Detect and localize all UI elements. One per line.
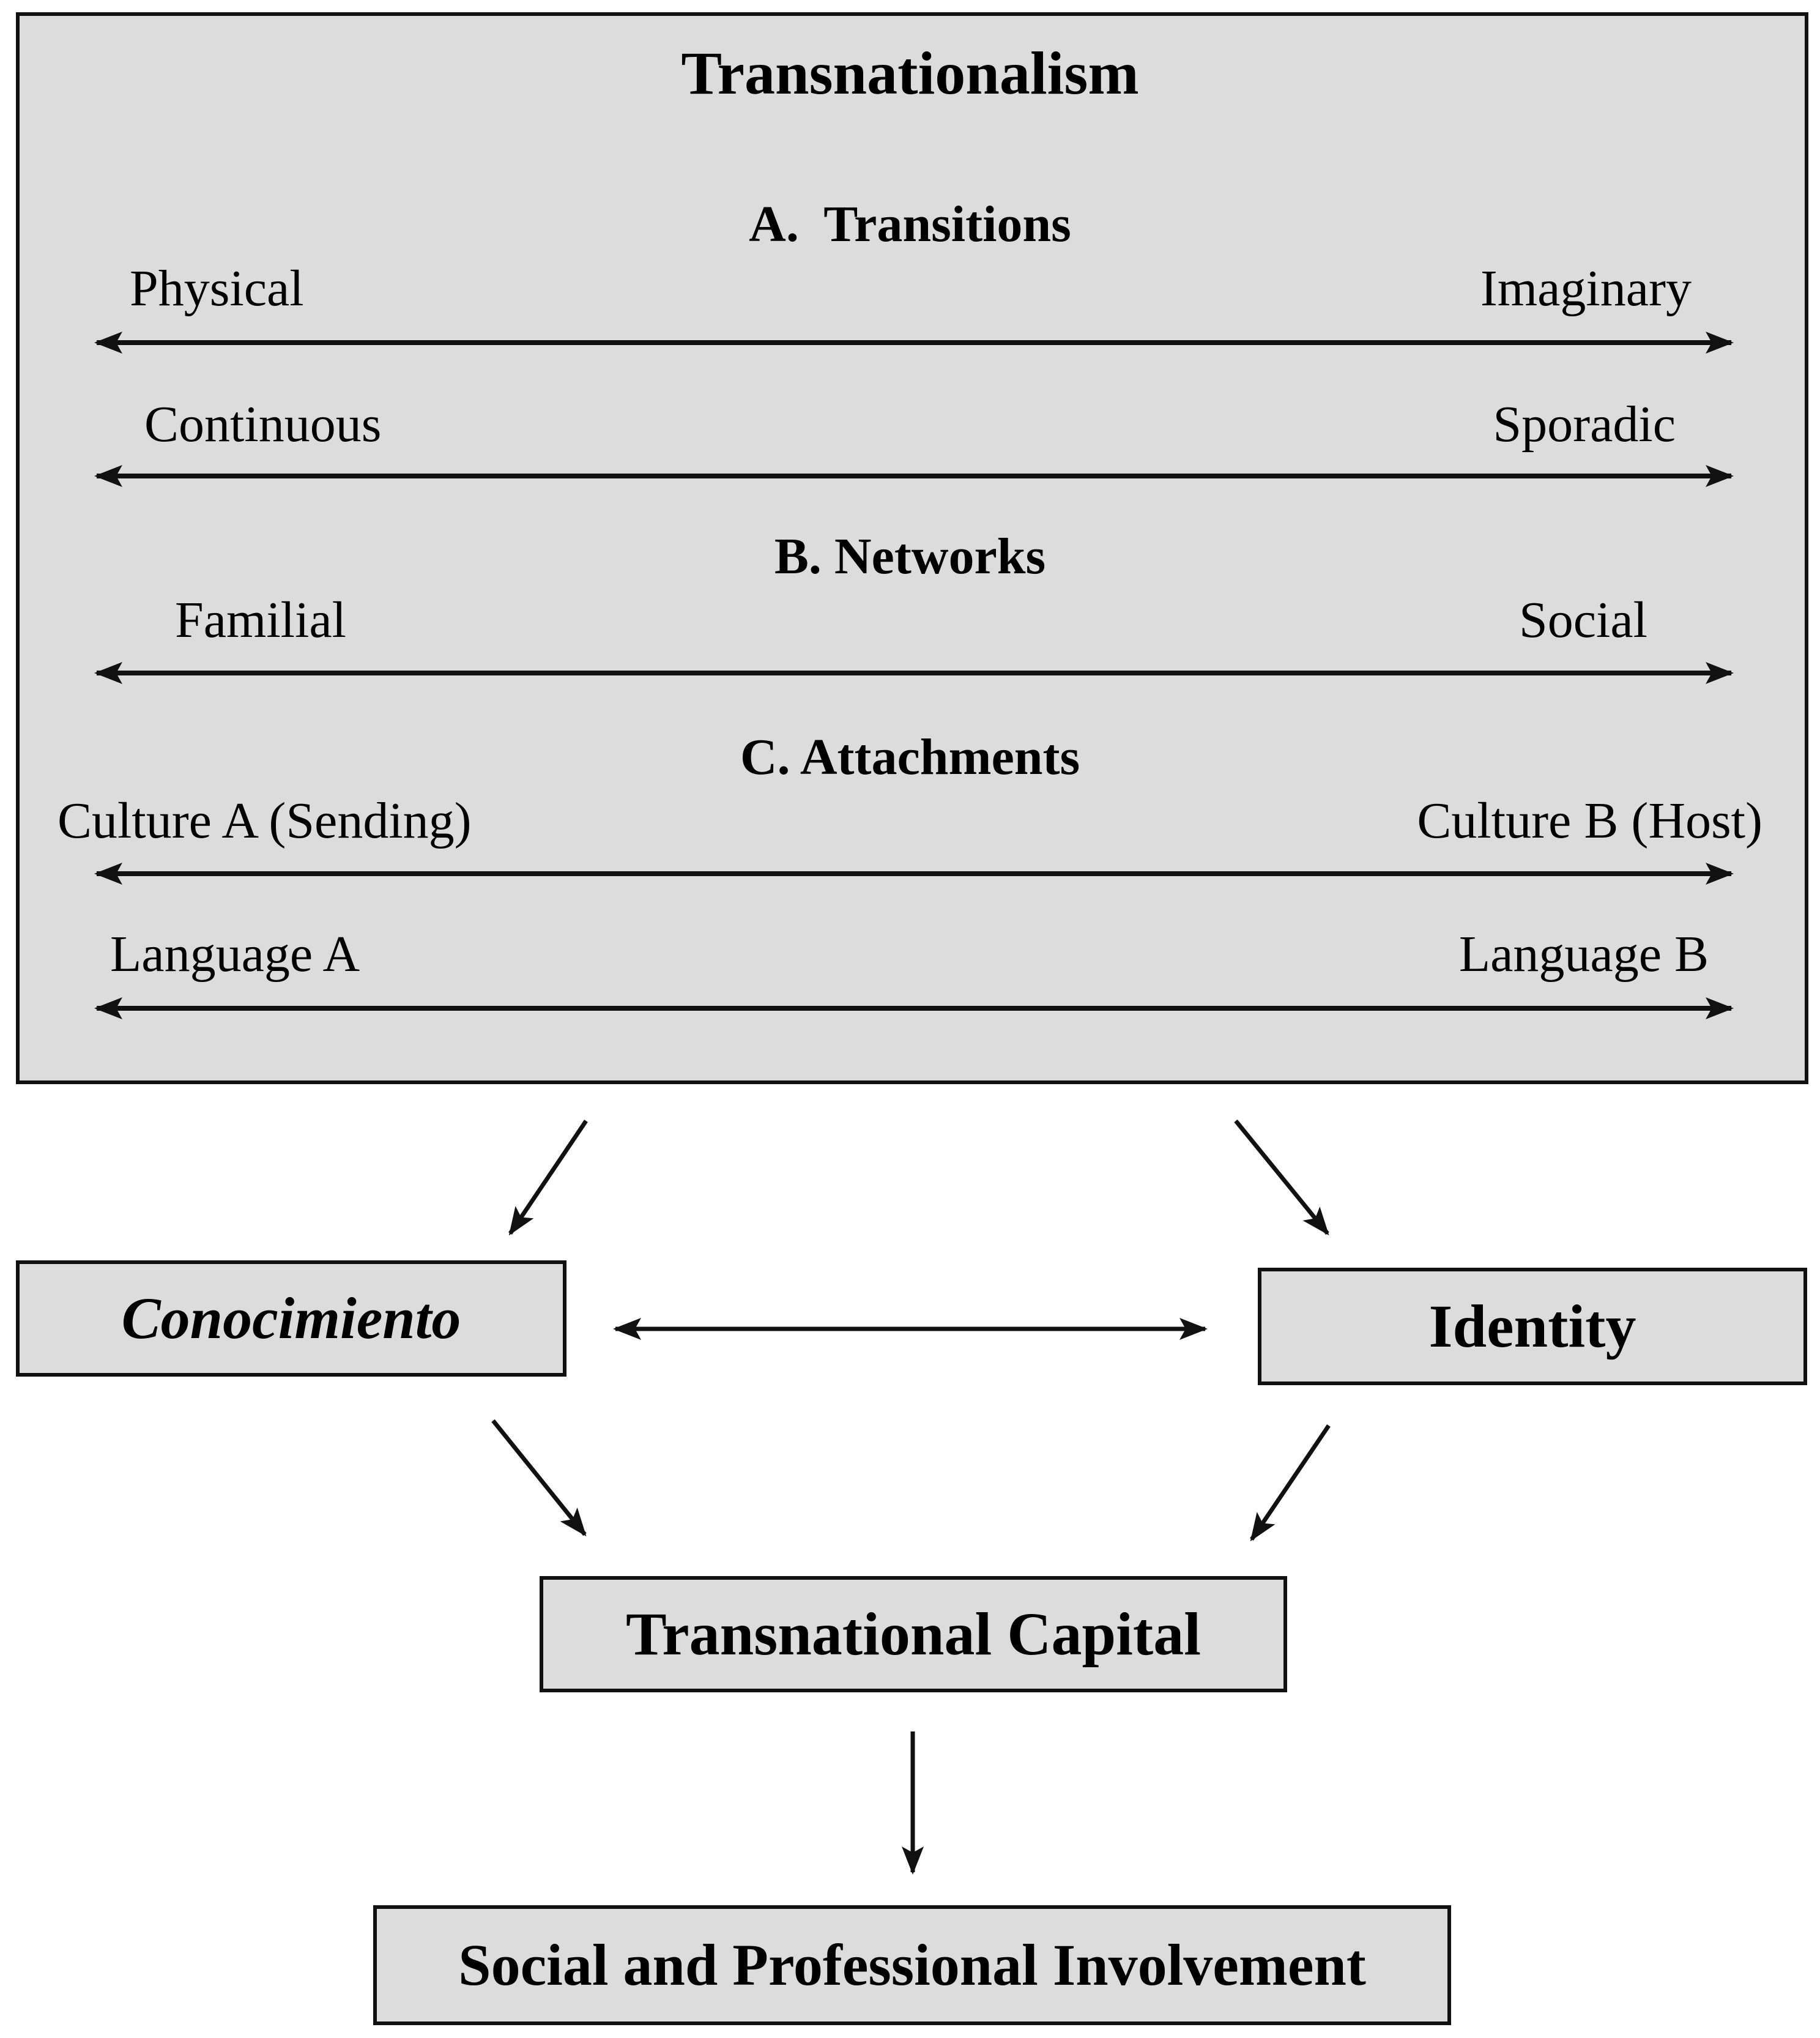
involvement-box: Social and Professional Involvement — [373, 1905, 1451, 2025]
arrow-conocimiento-to-capital — [491, 1419, 587, 1537]
arrow-to-identity — [1234, 1119, 1329, 1236]
scale-right-social: Social — [1519, 592, 1647, 649]
scale-left-culture-a: Culture A (Sending) — [58, 792, 472, 849]
arrow-to-conocimiento — [508, 1120, 588, 1236]
section-heading-networks: B. Networks — [774, 528, 1046, 585]
conocimiento-box: Conocimiento — [16, 1260, 566, 1377]
identity-label: Identity — [1428, 1292, 1636, 1360]
involvement-label: Social and Professional Involvement — [458, 1932, 1366, 1998]
scale-left-familial: Familial — [175, 592, 346, 649]
scale-right-language-b: Language B — [1458, 926, 1709, 983]
scale-left-language-a: Language A — [110, 926, 360, 983]
scale-left-continuous: Continuous — [144, 396, 382, 453]
scale-right-culture-b: Culture B (Host) — [1417, 792, 1762, 849]
section-heading-transitions: A. Transitions — [749, 196, 1071, 253]
arrow-identity-to-capital — [1250, 1424, 1331, 1542]
transnational-capital-label: Transnational Capital — [626, 1600, 1201, 1668]
transnational-capital-box: Transnational Capital — [540, 1576, 1287, 1692]
scale-right-sporadic: Sporadic — [1493, 396, 1676, 453]
transnationalism-box — [16, 12, 1808, 1084]
section-heading-attachments: C. Attachments — [740, 729, 1080, 786]
scale-right-imaginary: Imaginary — [1480, 260, 1692, 317]
identity-box: Identity — [1258, 1268, 1807, 1385]
conocimiento-label: Conocimiento — [121, 1285, 461, 1351]
scale-left-physical: Physical — [130, 260, 304, 317]
diagram-title: Transnationalism — [681, 39, 1139, 107]
